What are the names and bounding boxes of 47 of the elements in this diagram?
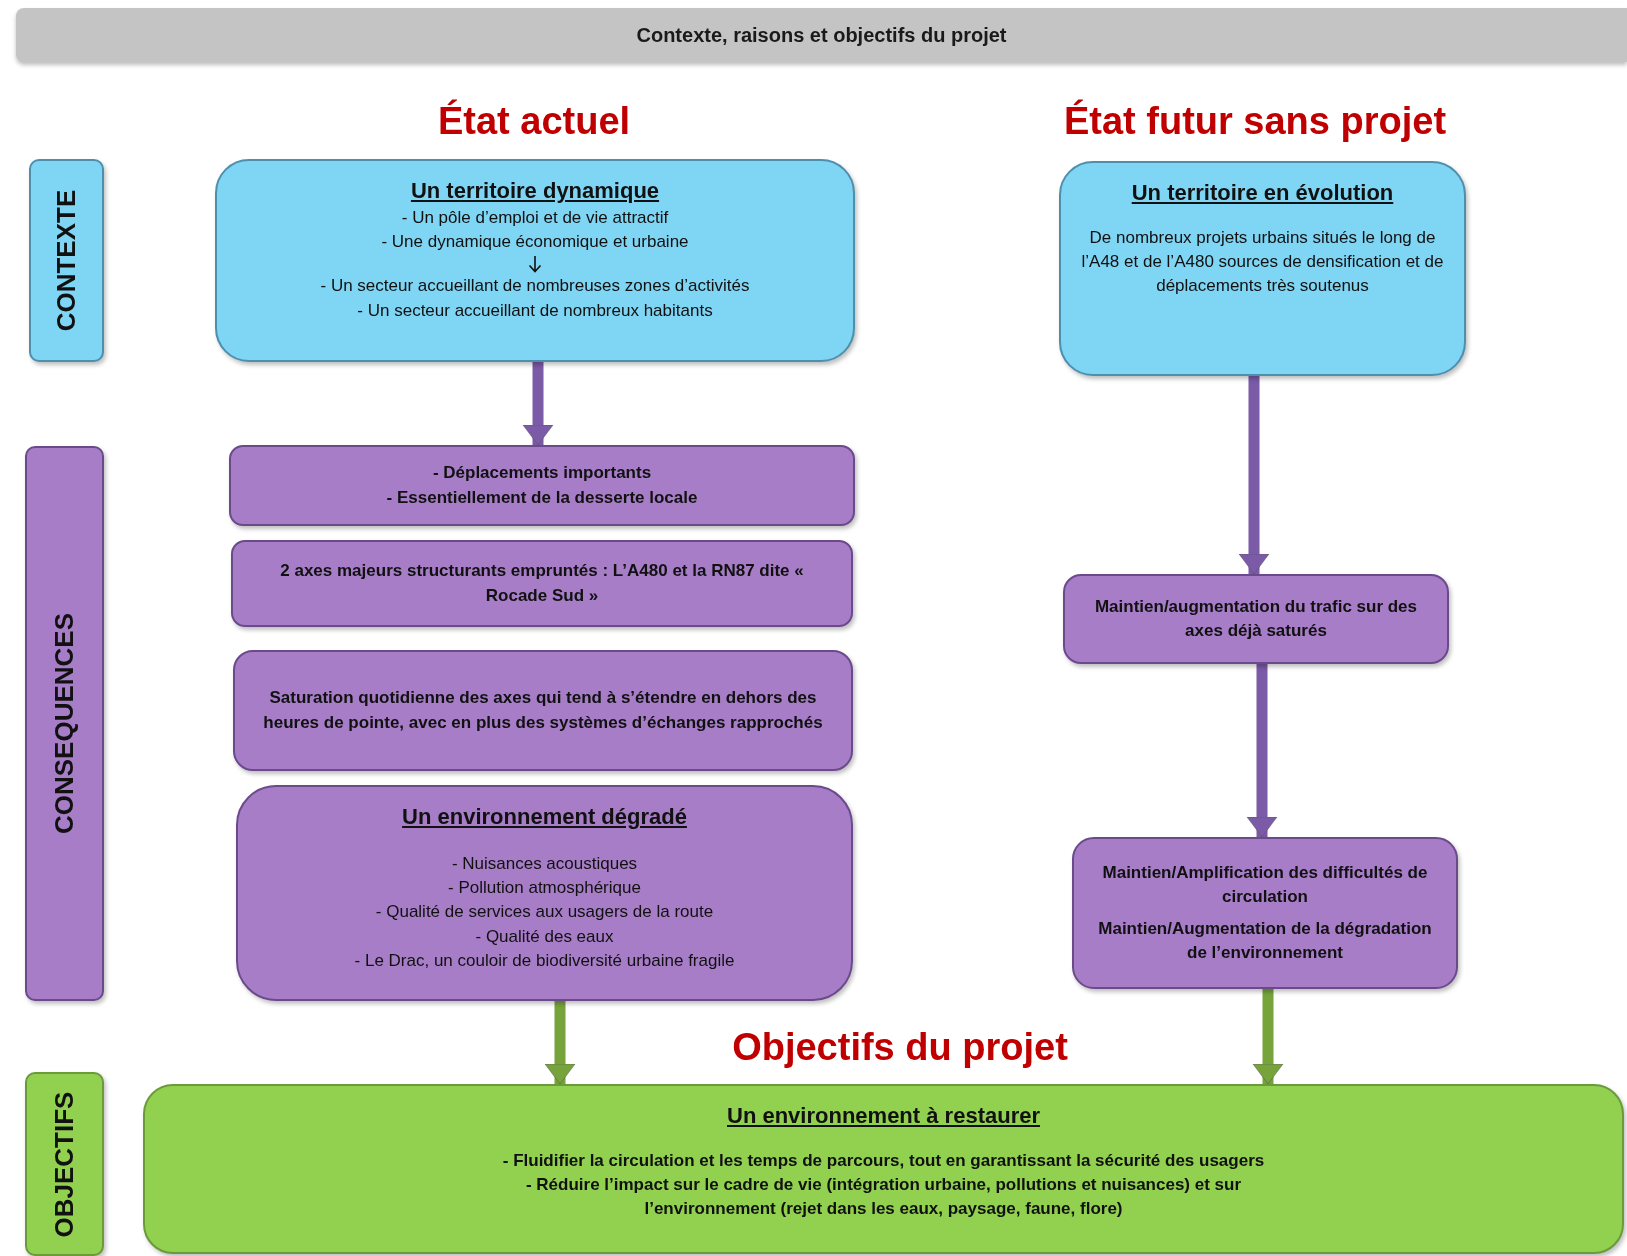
arrow bbox=[544, 1001, 576, 1085]
text-box bbox=[1059, 161, 1466, 376]
column-heading: État actuel bbox=[437, 100, 631, 143]
box-text: De nombreux projets urbains situés le long de l’A48 et de l’A480 sources de densification et de déplacements très soutenus bbox=[1080, 227, 1445, 298]
box-text: - Un pôle d’emploi et de vie attractif bbox=[401, 207, 669, 230]
box-text: - Le Drac, un couloir de biodiversité urbaine fragile bbox=[354, 949, 735, 972]
box-text: - Qualité de services aux usagers de la route bbox=[375, 901, 714, 924]
box-text: Saturation quotidienne des axes qui tend à s’étendre en dehors des heures de pointe, avec en plus des systèmes d’échanges rapprochés bbox=[262, 687, 824, 734]
column-heading: État futur sans projet bbox=[1063, 100, 1447, 143]
box-text: Maintien/Amplification des difficultés de circulation bbox=[1101, 861, 1429, 908]
box-text: - Une dynamique économique et urbaine bbox=[381, 231, 689, 254]
box-text: - Déplacements importants bbox=[432, 462, 652, 485]
tab-label: CONTEXTE bbox=[51, 189, 82, 332]
section-tab bbox=[29, 159, 104, 362]
text-box bbox=[143, 1084, 1624, 1254]
section-tab bbox=[25, 446, 104, 1001]
text-box bbox=[1072, 837, 1458, 989]
box-text: - Qualité des eaux bbox=[475, 925, 614, 948]
section-tab bbox=[25, 1072, 104, 1256]
box-text: Maintien/Augmentation de la dégradation de l’environnement bbox=[1097, 918, 1433, 965]
text-box bbox=[231, 540, 853, 627]
tab-label: OBJECTIFS bbox=[49, 1091, 80, 1237]
tab-label: CONSEQUENCES bbox=[49, 613, 80, 834]
box-text: - Réduire l’impact sur le cadre de vie (intégration urbaine, pollutions et nuisances) et sur l’environnement (rejet dans les eaux, paysage, faune, flore) bbox=[524, 1174, 1243, 1221]
box-text: Maintien/augmentation du trafic sur des axes déjà saturés bbox=[1093, 595, 1419, 642]
box-heading: Un territoire en évolution bbox=[1131, 179, 1394, 207]
text-box bbox=[236, 785, 853, 1001]
box-heading: Un territoire dynamique bbox=[410, 177, 660, 205]
box-text: 2 axes majeurs structurants empruntés : L’A480 et la RN87 dite « Rocade Sud » bbox=[279, 560, 805, 607]
box-text: - Essentiellement de la desserte locale bbox=[386, 486, 698, 509]
arrow bbox=[1238, 376, 1270, 575]
box-text: - Fluidifier la circulation et les temps de parcours, tout en garantissant la sécurité des usagers bbox=[502, 1150, 1265, 1173]
text-box bbox=[215, 159, 855, 362]
text-box bbox=[233, 650, 853, 771]
arrow bbox=[522, 362, 554, 446]
box-heading: Un environnement à restaurer bbox=[727, 1102, 1040, 1130]
box-text: - Nuisances acoustiques bbox=[451, 853, 638, 876]
box-text: - Un secteur accueillant de nombreux habitants bbox=[357, 299, 713, 322]
box-text: - Pollution atmosphérique bbox=[448, 877, 641, 900]
title-bar: Contexte, raisons et objectifs du projet bbox=[16, 8, 1627, 62]
arrow bbox=[1252, 989, 1284, 1085]
column-heading: Objectifs du projet bbox=[732, 1026, 1068, 1069]
text-box bbox=[229, 445, 855, 526]
text-box bbox=[1063, 574, 1449, 664]
box-heading: Un environnement dégradé bbox=[402, 803, 687, 831]
box-text: - Un secteur accueillant de nombreuses zones d’activités bbox=[320, 275, 750, 298]
arrow bbox=[1246, 664, 1278, 838]
